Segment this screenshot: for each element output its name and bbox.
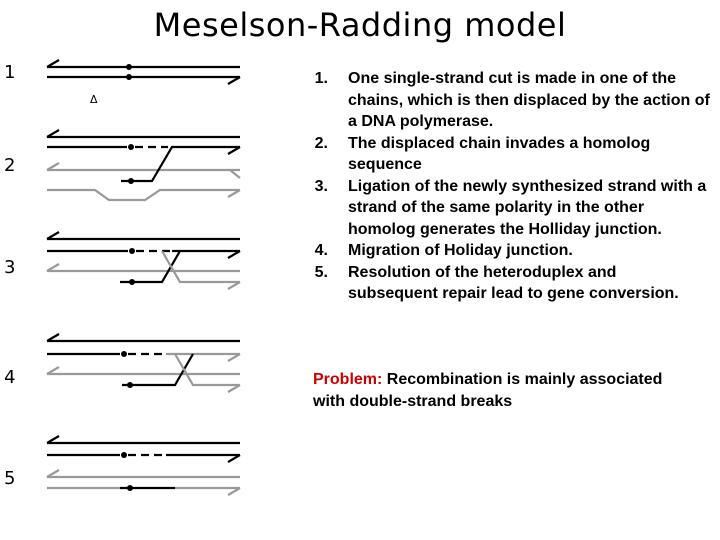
slide-title: Meselson-Radding model <box>153 6 567 44</box>
step-number: 2. <box>314 134 328 152</box>
problem-text: Recombination is mainly associated with … <box>313 371 663 410</box>
problem-label: Problem: <box>313 371 383 388</box>
step-item: 5. Resolution of the heteroduplex and sub… <box>310 262 710 305</box>
step-item: 3. Ligation of the newly synthesized stra… <box>310 176 710 241</box>
recombination-diagram: 1 Δ 2 <box>4 59 241 496</box>
step-number: 4. <box>314 242 328 259</box>
nick-delta-symbol: Δ <box>90 93 98 106</box>
step-text: One single-strand cut is made in one of … <box>348 70 710 130</box>
panel-3 <box>46 231 241 290</box>
panel-number-4: 4 <box>4 367 15 388</box>
panel-1: Δ <box>46 59 241 106</box>
step-number: 5. <box>314 263 328 281</box>
panel-2 <box>46 129 241 202</box>
problem-note: Problem: Recombination is mainly associa… <box>313 369 673 412</box>
panel-5 <box>46 435 241 496</box>
step-number: 3. <box>314 177 328 195</box>
step-item: 2. The displaced chain invades a homolog … <box>310 133 710 176</box>
panel-number-3: 3 <box>4 257 15 278</box>
panel-number-5: 5 <box>4 468 15 489</box>
step-item: 4. Migration of Holiday junction. <box>310 240 710 262</box>
step-text: Migration of Holiday junction. <box>348 242 573 259</box>
step-text: Ligation of the newly synthesized strand… <box>348 177 707 238</box>
panel-number-2: 2 <box>4 155 15 176</box>
steps-list: 1. One single-strand cut is made in one o… <box>310 68 710 305</box>
step-number: 1. <box>314 70 328 87</box>
step-text: Resolution of the heteroduplex and subse… <box>348 263 679 303</box>
step-item: 1. One single-strand cut is made in one o… <box>310 68 710 133</box>
panel-4 <box>46 333 241 393</box>
panel-number-1: 1 <box>4 62 15 83</box>
step-text: The displaced chain invades a homolog se… <box>348 134 651 174</box>
